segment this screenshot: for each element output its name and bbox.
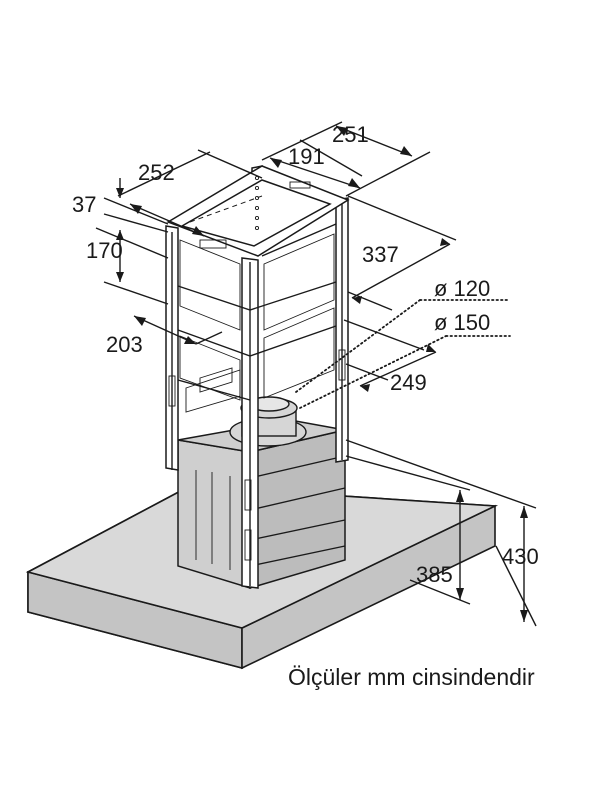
dim-top-inner-depth: 191 [288, 144, 325, 169]
units-caption: Ölçüler mm cinsindendir [288, 664, 535, 690]
dimension-lines [95, 121, 537, 627]
dim-duct-large: ø 150 [434, 310, 490, 335]
dim-side-depth: 337 [362, 242, 399, 267]
rear-upright-holes [254, 175, 260, 231]
dim-plate-height: 385 [416, 562, 453, 587]
dim-top-width: 252 [138, 160, 175, 185]
dim-top-depth: 251 [332, 122, 369, 147]
dim-body-height: 430 [502, 544, 539, 569]
dim-lower-depth: 249 [390, 370, 427, 395]
dim-lower-width: 203 [106, 332, 143, 357]
support-frame [165, 165, 350, 589]
dimension-labels: 251 191 252 37 170 337 ø 120 ø 150 203 2… [72, 122, 539, 587]
dim-bracket-height: 37 [72, 192, 96, 217]
dim-bracket-span: 170 [86, 238, 123, 263]
dim-duct-small: ø 120 [434, 276, 490, 301]
